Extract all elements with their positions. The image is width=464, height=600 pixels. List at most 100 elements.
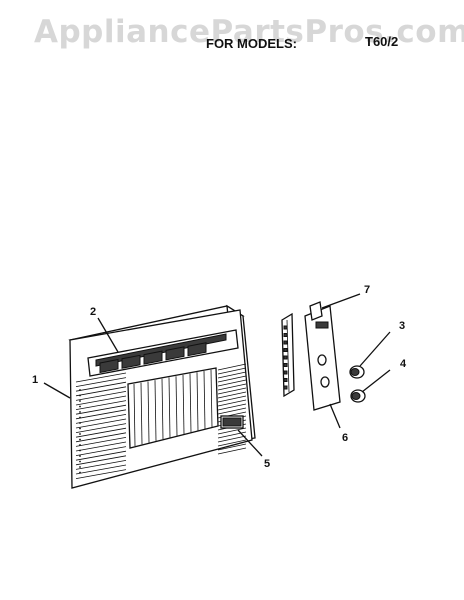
grille-dot [79, 405, 81, 408]
watermark-logo: AppliancePartsPros.com [34, 14, 464, 50]
grille-line-right [217, 379, 247, 387]
door-stripe [182, 374, 185, 435]
knob-3-illustration [349, 365, 365, 379]
leader-4 [361, 369, 391, 393]
grille-line-left [75, 386, 127, 397]
door-stripe [161, 378, 164, 440]
grille-line-left [75, 441, 127, 452]
knob-3-cap [350, 368, 360, 376]
vent-louvers [99, 342, 207, 374]
grille-dots [79, 389, 81, 474]
grille-dot [79, 449, 81, 452]
leader-2 [97, 317, 119, 353]
grille-line-left [75, 450, 127, 461]
callout-1: 1 [32, 374, 39, 386]
grille-line-left [75, 372, 127, 383]
grille-dot [79, 422, 81, 424]
door-stripe [147, 381, 150, 443]
grille-line-left [75, 437, 127, 447]
vent-block [121, 354, 141, 369]
plate-hole-1 [317, 354, 327, 366]
knob-4-cap [351, 392, 361, 400]
grille-dot [79, 471, 81, 474]
door-stripe [168, 377, 171, 438]
grille-line-left [75, 391, 127, 401]
control-bracket-illustration [281, 312, 295, 398]
rail-tooth [283, 348, 288, 352]
front-panel-illustration [68, 304, 256, 489]
plate-hole-2 [320, 376, 330, 388]
nameplate-inner [222, 417, 242, 427]
callout-5: 5 [264, 458, 271, 470]
grille-line-left [75, 464, 127, 475]
rail-tooth [283, 340, 288, 345]
rail-tooth [283, 355, 288, 360]
grille-line-right [217, 439, 247, 447]
rail-tooth [283, 370, 288, 375]
grille-dot [79, 460, 81, 463]
rail-tooth [283, 363, 288, 367]
vent-block [99, 358, 119, 374]
leader-lines [43, 293, 391, 457]
plate-tab [309, 301, 323, 321]
rail-tooth [283, 325, 288, 330]
grille-line-left [75, 381, 127, 392]
grille-dot [79, 455, 81, 457]
callout-3: 3 [399, 320, 406, 332]
grille-line-left [75, 400, 127, 410]
grille-lines [75, 363, 247, 479]
grille-dot [79, 438, 81, 441]
grille-line-left [75, 395, 127, 406]
leader-3 [359, 331, 391, 367]
grille-dot [79, 394, 81, 397]
grille-line-left [75, 414, 127, 424]
callout-2: 2 [90, 306, 97, 318]
bracket-rail-teeth [283, 325, 288, 390]
leader-1 [43, 382, 71, 399]
plate-slot [315, 321, 329, 329]
grille-line-right [217, 387, 247, 395]
grille-line-left [75, 404, 127, 415]
grille-line-left [75, 427, 127, 438]
grille-dot [79, 433, 81, 435]
grille-line-right [217, 375, 247, 383]
grille-line-right [217, 367, 247, 375]
grille-dot [79, 427, 81, 430]
door-stripe [175, 376, 178, 436]
door-stripes [133, 369, 213, 447]
callout-7: 7 [364, 284, 371, 296]
vent-block [187, 342, 207, 357]
grille-line-right [217, 363, 247, 371]
grille-line-left [75, 460, 127, 470]
grille-line-right [217, 427, 247, 435]
door-stripe [154, 380, 157, 441]
grille-line-left [75, 432, 127, 443]
grille-line-right [217, 443, 247, 451]
grille-line-right [217, 383, 247, 391]
door-stripe [210, 369, 213, 428]
callout-6: 6 [342, 432, 349, 444]
grille-line-right [217, 391, 247, 399]
control-plate-illustration [304, 301, 341, 411]
grille-dot [79, 411, 81, 413]
grille-line-left [75, 418, 127, 429]
door-stripe [189, 373, 192, 433]
grille-dot [79, 416, 81, 419]
grille-line-right [217, 403, 247, 411]
door-stripe [203, 370, 206, 430]
callout-4: 4 [400, 358, 407, 370]
grille-line-left [75, 377, 127, 387]
grille-dot [79, 400, 81, 402]
door-stripe [196, 372, 199, 431]
grille-line-right [217, 407, 247, 415]
bracket-rail-line [286, 319, 290, 393]
grille-line-right [217, 371, 247, 379]
rail-tooth [283, 333, 288, 337]
grille-line-left [75, 455, 127, 466]
grille-line-left [75, 469, 127, 479]
grille-line-right [217, 447, 247, 455]
grille-line-right [217, 395, 247, 403]
grille-dot [79, 389, 81, 391]
